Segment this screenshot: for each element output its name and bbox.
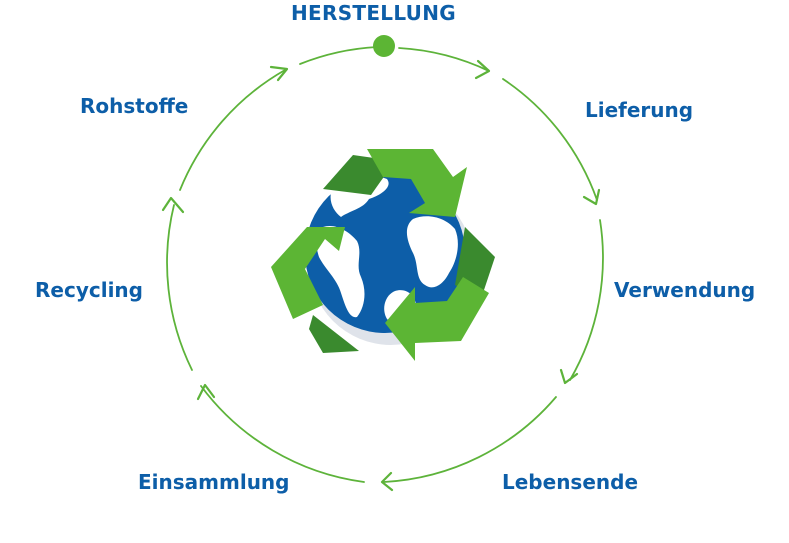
stage-label-lieferung: Lieferung: [585, 98, 694, 122]
arc-rohstoffe-herstellung: [179, 69, 286, 191]
stage-label-lebensende: Lebensende: [502, 470, 639, 494]
recycling-globe-icon: [271, 149, 495, 361]
arc-to-dot: [299, 46, 378, 65]
stage-label-recycling: Recycling: [35, 278, 143, 302]
arrowhead-einsammlung: [380, 471, 394, 492]
arc-recycling-rohstoffe: [166, 204, 193, 371]
herstellung-dot: [373, 35, 395, 57]
arrowhead-recycling: [196, 383, 216, 401]
arrowhead-lieferung: [474, 59, 491, 80]
arc-herstellung-lieferung: [398, 47, 490, 72]
stage-label-einsammlung: Einsammlung: [138, 470, 290, 494]
stage-label-verwendung: Verwendung: [614, 278, 756, 302]
arc-verwendung-lebensende: [569, 219, 604, 381]
arc-lebensende-einsammlung: [383, 396, 557, 483]
arrowhead-rohstoffe: [161, 196, 185, 214]
stage-label-herstellung: HERSTELLUNG: [291, 1, 456, 25]
arrowhead-verwendung: [582, 188, 601, 206]
arrowhead-lebensende: [559, 368, 579, 385]
arc-lieferung-verwendung: [502, 78, 598, 201]
stage-label-rohstoffe: Rohstoffe: [80, 94, 189, 118]
arrowhead-herstellung: [269, 65, 289, 82]
arc-einsammlung-recycling: [200, 385, 365, 483]
